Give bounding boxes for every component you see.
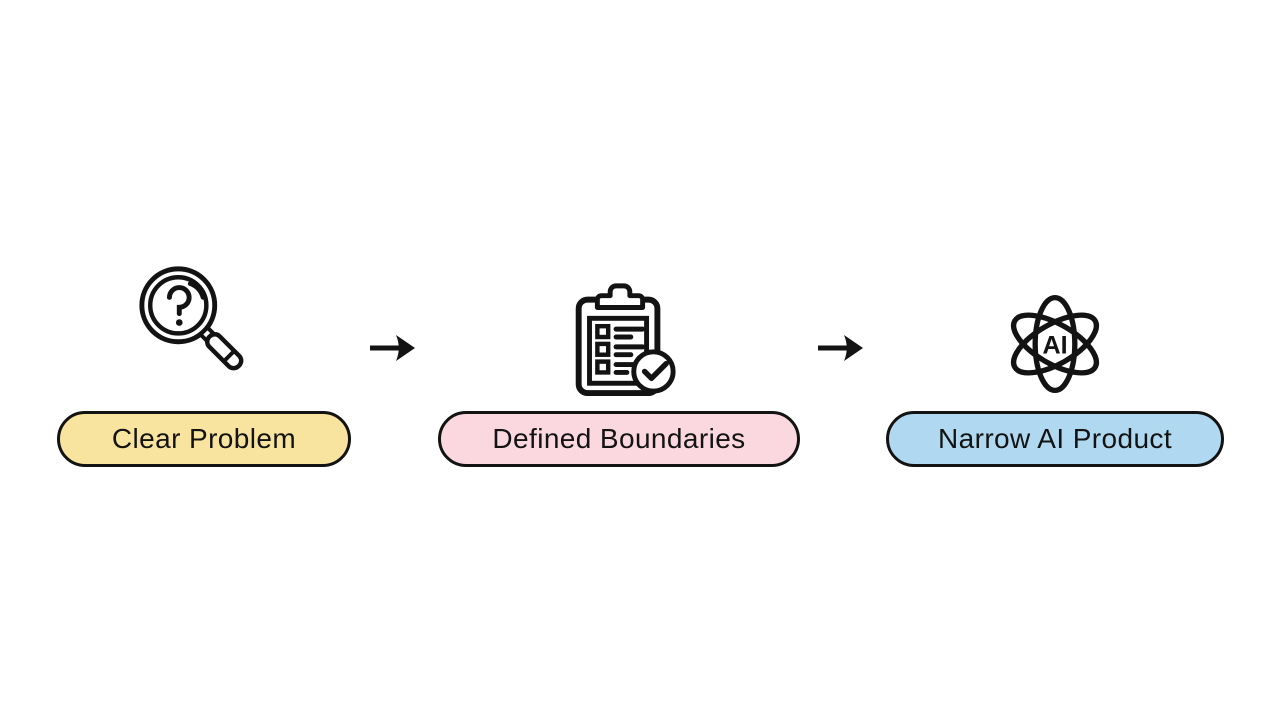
pill-label: Clear Problem xyxy=(111,423,297,454)
ai-icon-label: AI xyxy=(1042,332,1067,360)
pill-label: Narrow AI Product xyxy=(938,423,1172,454)
pill-clear-problem: Clear Problem xyxy=(57,411,351,467)
ai-atom-icon: AI xyxy=(997,286,1113,402)
right-arrow-icon xyxy=(368,331,420,365)
right-arrow-icon xyxy=(816,331,868,365)
pill-label: Defined Boundaries xyxy=(492,423,746,454)
pill-narrow-ai-product: Narrow AI Product xyxy=(886,411,1224,467)
pill-defined-boundaries: Defined Boundaries xyxy=(438,411,800,467)
clipboard-checklist-icon xyxy=(559,277,681,399)
magnifier-question-icon xyxy=(133,262,261,390)
